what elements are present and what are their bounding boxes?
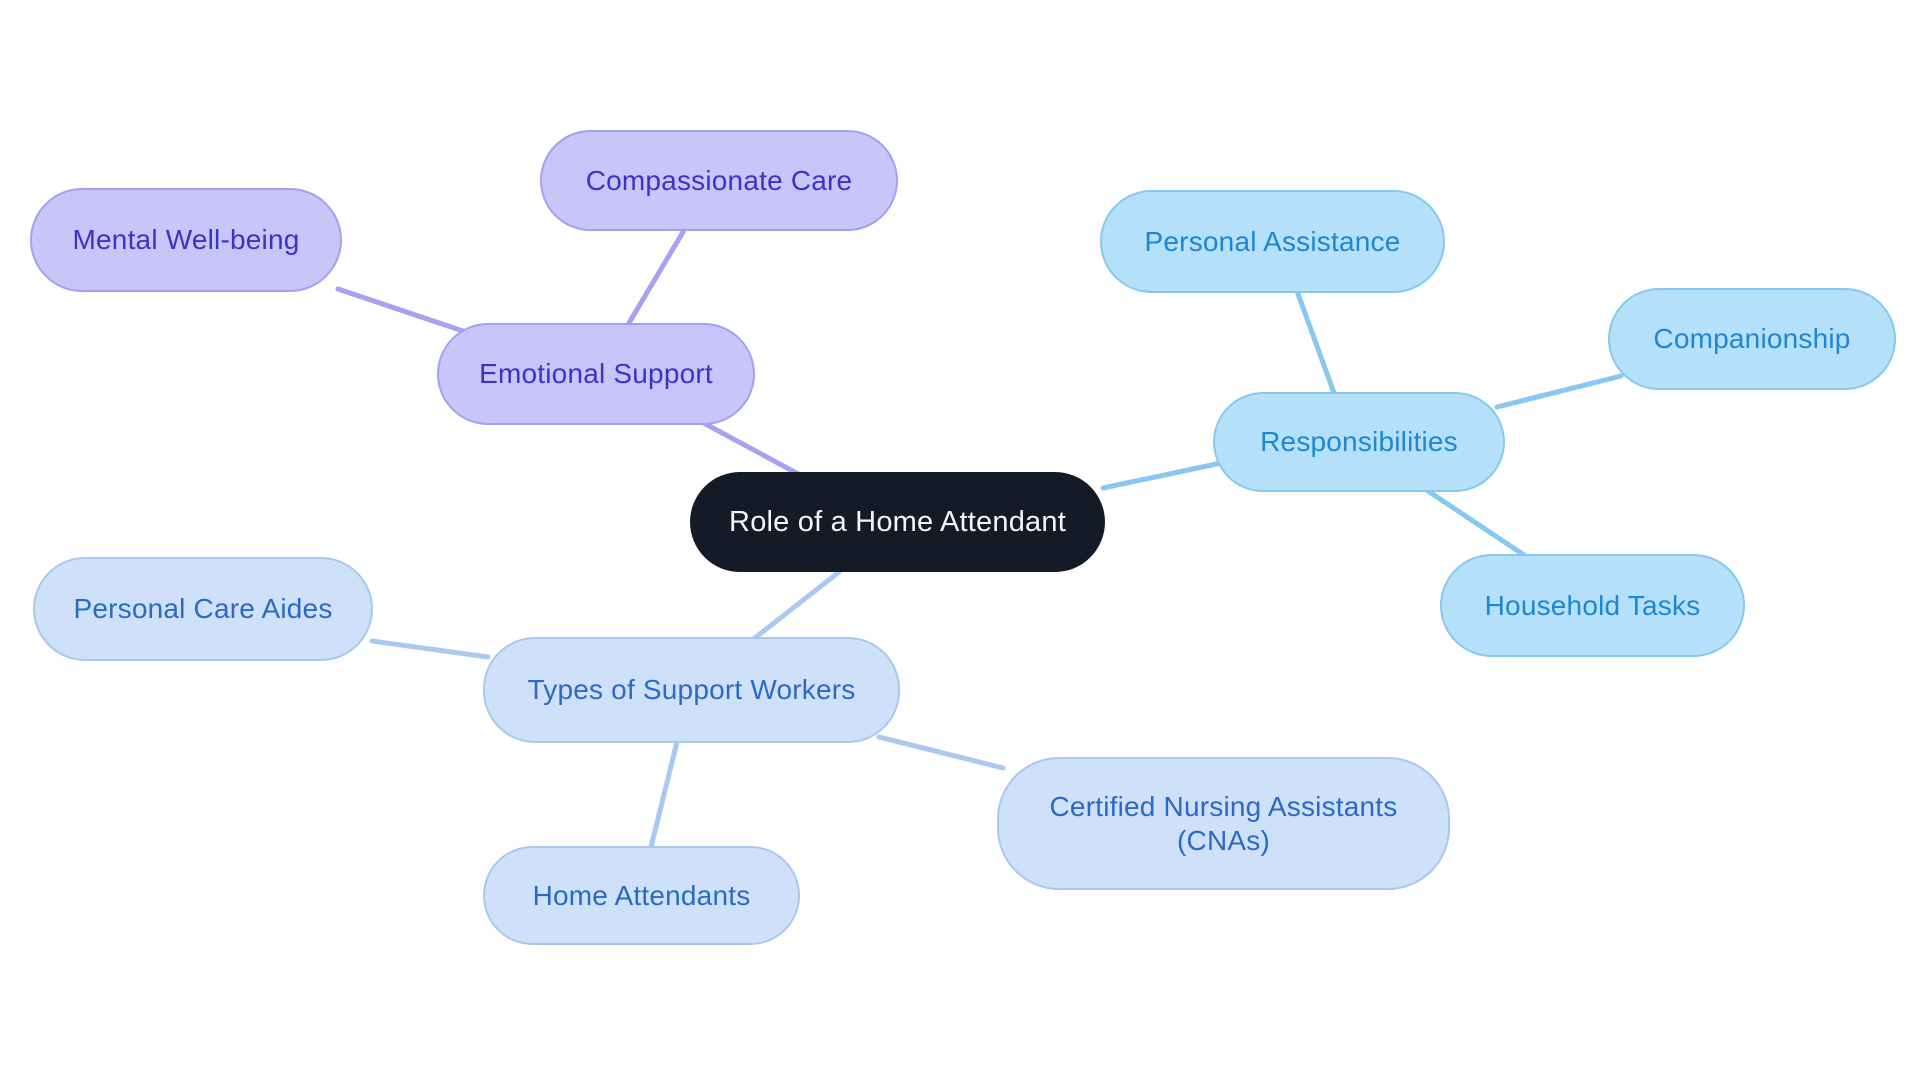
edge-responsibilities-household-tasks [1425, 488, 1527, 558]
node-compassionate-care-label: Compassionate Care [585, 164, 853, 196]
edge-emotional-support-compassionate-care [626, 229, 686, 326]
edge-responsibilities-personal-assistance [1294, 288, 1337, 396]
node-household-tasks-label: Household Tasks [1484, 589, 1701, 621]
node-personal-assistance-label: Personal Assistance [1144, 225, 1401, 257]
node-mental-well-being-label: Mental Well-being [72, 224, 300, 256]
node-certified-nursing-assistants[interactable]: Certified Nursing Assistants (CNAs) [997, 757, 1450, 890]
edge-types-cnas [876, 734, 1006, 771]
node-responsibilities[interactable]: Responsibilities [1213, 392, 1505, 492]
node-types-of-support-workers[interactable]: Types of Support Workers [483, 637, 900, 743]
node-responsibilities-label: Responsibilities [1260, 426, 1458, 458]
node-certified-nursing-assistants-label: Certified Nursing Assistants (CNAs) [1049, 791, 1398, 856]
node-home-attendants[interactable]: Home Attendants [483, 846, 800, 945]
node-companionship[interactable]: Companionship [1608, 288, 1896, 390]
node-emotional-support[interactable]: Emotional Support [437, 323, 755, 425]
edge-types-personal-care-aides [369, 638, 491, 660]
node-companionship-label: Companionship [1653, 323, 1851, 355]
node-mental-well-being[interactable]: Mental Well-being [30, 188, 342, 292]
edge-root-responsibilities [1100, 460, 1224, 491]
edge-root-emotional-support [697, 418, 805, 479]
node-compassionate-care[interactable]: Compassionate Care [540, 130, 898, 231]
node-root[interactable]: Role of a Home Attendant [690, 472, 1105, 572]
node-home-attendants-label: Home Attendants [532, 879, 751, 911]
node-personal-care-aides[interactable]: Personal Care Aides [33, 557, 373, 661]
node-personal-assistance[interactable]: Personal Assistance [1100, 190, 1445, 293]
node-root-label: Role of a Home Attendant [729, 505, 1066, 538]
node-emotional-support-label: Emotional Support [479, 358, 713, 390]
node-household-tasks[interactable]: Household Tasks [1440, 554, 1745, 657]
edge-responsibilities-companionship [1494, 373, 1624, 410]
edge-emotional-support-mental-well-being [335, 286, 466, 334]
node-types-of-support-workers-label: Types of Support Workers [527, 674, 856, 706]
node-personal-care-aides-label: Personal Care Aides [73, 593, 333, 625]
edge-types-home-attendants [648, 739, 680, 850]
edge-root-types-of-support-workers [748, 569, 842, 644]
